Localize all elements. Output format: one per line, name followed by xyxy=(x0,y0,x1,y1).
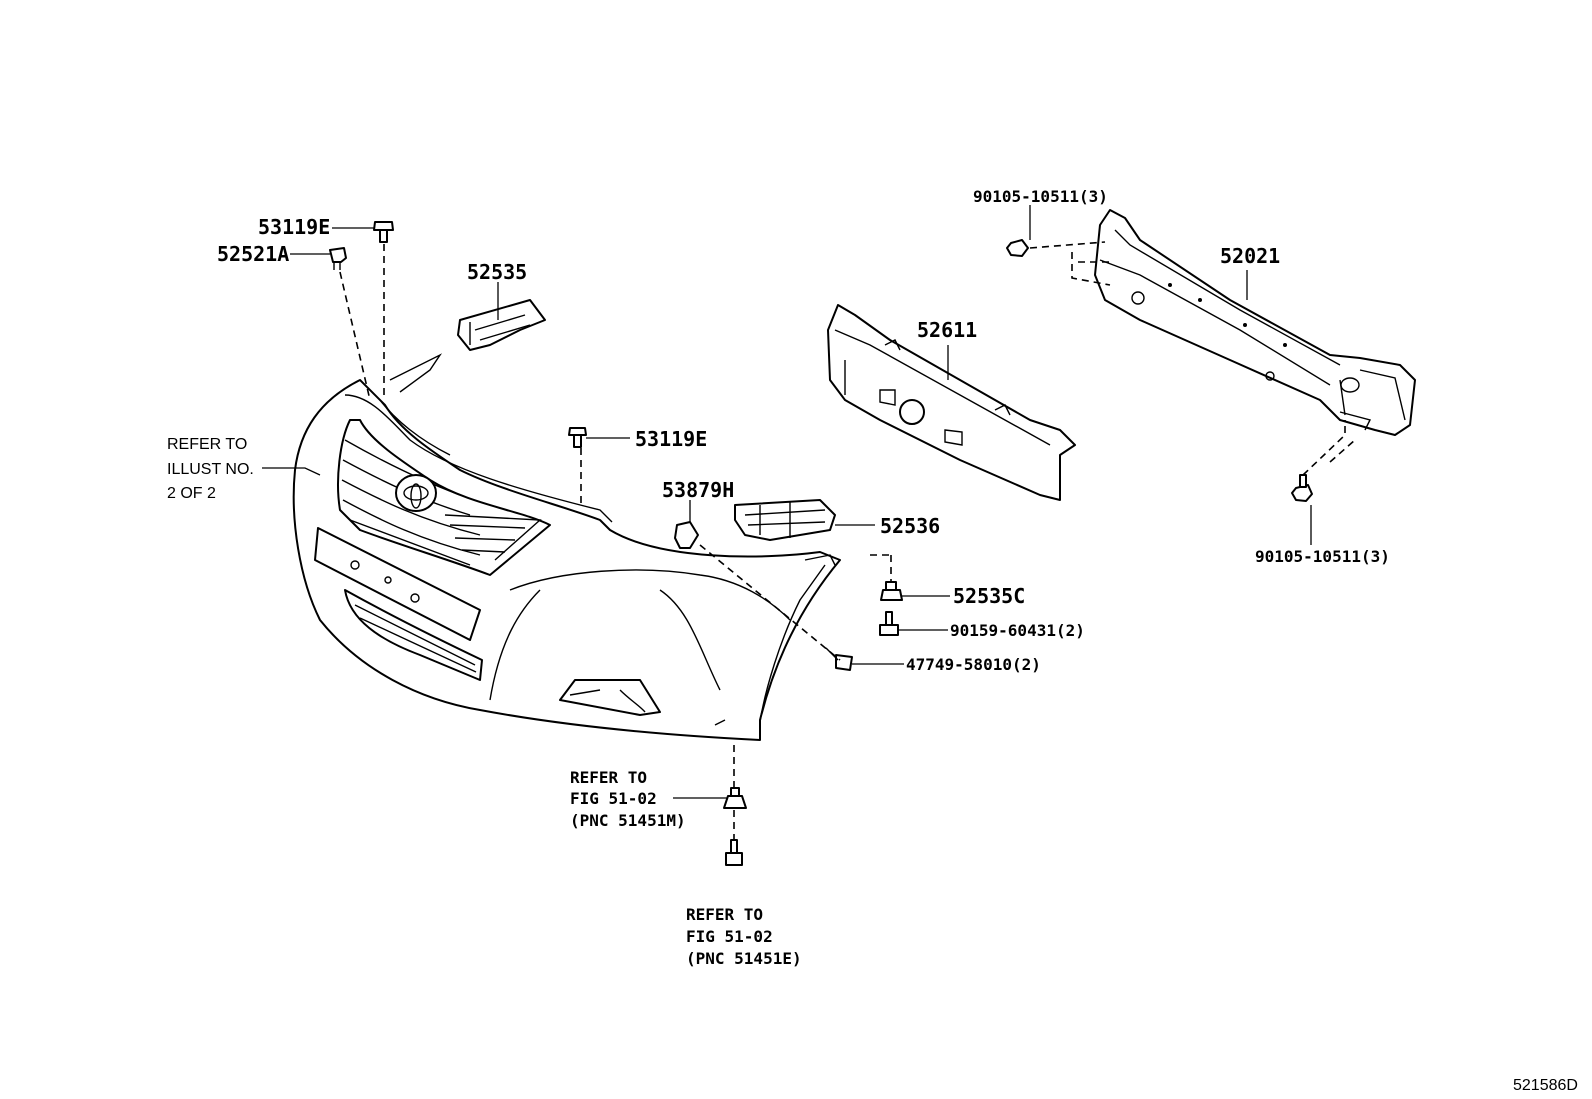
label-52535c: 52535C xyxy=(953,584,1025,608)
bracket-52536 xyxy=(734,499,836,541)
reinforcement-52021 xyxy=(1094,209,1416,436)
label-53119e-mid: 53119E xyxy=(635,427,707,451)
label-52521a: 52521A xyxy=(217,242,289,266)
label-53119e-top: 53119E xyxy=(258,215,330,239)
bolt-icon xyxy=(373,221,394,243)
front-bumper-cover xyxy=(292,353,841,741)
refer-m-line3: (PNC 51451M) xyxy=(570,811,686,830)
label-47749: 47749-58010(2) xyxy=(906,655,1041,674)
clip-icon xyxy=(674,521,699,549)
label-52536: 52536 xyxy=(880,514,940,538)
bolt-icon xyxy=(725,839,743,866)
refer-illust-line1: REFER TO xyxy=(167,436,247,453)
bolt-icon xyxy=(1006,239,1029,257)
label-53879h: 53879H xyxy=(662,478,734,502)
illustration-id: 521586D xyxy=(1513,1077,1578,1094)
clip-icon xyxy=(825,647,853,671)
label-52021: 52021 xyxy=(1220,244,1280,268)
label-90105-bottom: 90105-10511(3) xyxy=(1255,547,1390,566)
assembly-lines xyxy=(339,241,1356,840)
label-52611: 52611 xyxy=(917,318,977,342)
refer-illust-line3: 2 OF 2 xyxy=(167,485,216,502)
energy-absorber-52611 xyxy=(827,304,1076,501)
bolt-icon xyxy=(568,427,587,448)
part-labels: 53119E 52521A 52535 53119E 52611 52021 9… xyxy=(167,187,1578,1094)
refer-illust-line2: ILLUST NO. xyxy=(167,461,254,478)
leader-lines xyxy=(262,205,1312,799)
refer-e-line2: FIG 51-02 xyxy=(686,927,773,946)
clip-icon xyxy=(880,581,903,601)
label-90105-top: 90105-10511(3) xyxy=(973,187,1108,206)
bracket-52535 xyxy=(457,299,546,351)
refer-m-line2: FIG 51-02 xyxy=(570,789,657,808)
clip-icon xyxy=(723,787,747,809)
bolt-icon xyxy=(1291,474,1313,502)
label-90159: 90159-60431(2) xyxy=(950,621,1085,640)
clip-icon xyxy=(329,247,347,270)
refer-e-line1: REFER TO xyxy=(686,905,763,924)
toyota-emblem-icon xyxy=(395,474,437,512)
refer-m-line1: REFER TO xyxy=(570,768,647,787)
bolt-icon xyxy=(879,611,899,636)
label-52535: 52535 xyxy=(467,260,527,284)
refer-e-line3: (PNC 51451E) xyxy=(686,949,802,968)
